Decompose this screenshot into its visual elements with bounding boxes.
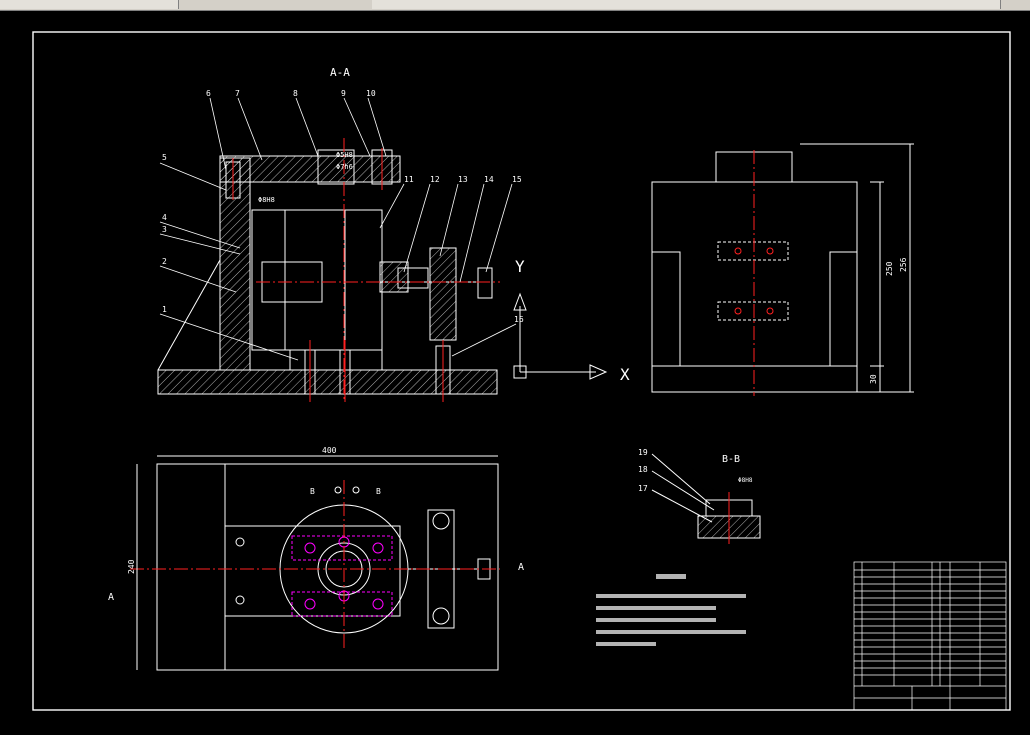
top-pin-1 (235, 537, 245, 547)
section-mark-a-right: A (518, 562, 524, 573)
support-line (157, 259, 221, 371)
bottom-block (289, 349, 383, 371)
top-outline (156, 463, 499, 671)
top-hole-2 (372, 542, 384, 554)
top-hole-4 (372, 598, 384, 610)
fit-note-2: Φ7h6 (336, 163, 353, 171)
technical-notes (596, 574, 746, 646)
top-slot-1 (291, 535, 393, 561)
section-bb-title: B-B (722, 454, 740, 465)
side-hole-4 (766, 307, 774, 315)
part-label-5: 5 (162, 153, 167, 162)
part-leaders: 6 7 8 9 10 5 4 3 2 1 11 12 13 14 15 16 (159, 89, 524, 361)
section-aa-view: A-A Φ5H8 Φ7h (157, 66, 630, 402)
side-slot-1 (717, 241, 789, 261)
toolbar-segment-2[interactable] (48, 0, 179, 9)
top-plate (219, 155, 401, 183)
section-bb-view: B-B Φ8H8 19 18 17 (638, 448, 761, 544)
part-label-3: 3 (162, 225, 167, 234)
part-label-15: 15 (512, 175, 522, 184)
drawing-canvas[interactable]: A-A Φ5H8 Φ7h (0, 10, 1030, 735)
part-label-6: 6 (206, 89, 211, 98)
plotstyle-dropdown[interactable] (890, 0, 1001, 9)
part-label-18: 18 (638, 465, 648, 474)
section-aa-title: A-A (330, 66, 350, 79)
base-plate (157, 369, 498, 395)
workpiece (251, 209, 383, 351)
side-view: 250 256 30 (651, 143, 914, 396)
part-label-16: 16 (514, 315, 524, 324)
part-label-1: 1 (162, 305, 167, 314)
y-axis-arrow (513, 292, 527, 311)
drawing-frame (32, 31, 1011, 711)
part-label-14: 14 (484, 175, 494, 184)
bb-fit-note: Φ8H8 (738, 477, 753, 484)
fit-note-1: Φ5H8 (336, 151, 353, 159)
linetype-dropdown[interactable] (592, 0, 743, 9)
top-handle-hole-1 (432, 512, 450, 530)
clamp-nut (397, 267, 429, 289)
dim-30: 30 (869, 374, 878, 384)
origin-box (513, 365, 527, 379)
dim-400: 400 (322, 446, 337, 455)
dim-256: 256 (899, 257, 908, 272)
part-label-9: 9 (341, 89, 346, 98)
top-hole-1 (304, 542, 316, 554)
top-slot-2 (291, 591, 393, 617)
section-mark-b-right: B (376, 487, 381, 496)
title-block-frame (853, 561, 1007, 711)
part-label-17: 17 (638, 484, 648, 493)
drill-bushing (317, 149, 355, 185)
side-right-leg (829, 251, 858, 367)
fit-note-3: Φ8H8 (258, 196, 275, 204)
side-slot-2 (717, 301, 789, 321)
side-left-leg (651, 251, 681, 367)
toolbar-segment-3[interactable] (372, 0, 433, 9)
clamp-block (379, 261, 409, 293)
part-label-10: 10 (366, 89, 376, 98)
side-hole-3 (734, 307, 742, 315)
section-mark-b-left: B (310, 487, 315, 496)
layer-dropdown[interactable] (432, 0, 593, 9)
lineweight-dropdown[interactable] (742, 0, 891, 9)
y-axis-label: Y (515, 257, 525, 276)
part-label-7: 7 (235, 89, 240, 98)
part-label-13: 13 (458, 175, 468, 184)
handle-plate (429, 247, 457, 341)
part-label-11: 11 (404, 175, 414, 184)
top-pin-4 (352, 486, 360, 494)
part-label-19: 19 (638, 448, 648, 457)
part-label-8: 8 (293, 89, 298, 98)
top-clamp-plate (224, 525, 401, 617)
knurled-knob (477, 267, 493, 299)
column-body (219, 157, 251, 371)
x-axis-label: X (620, 365, 630, 384)
x-axis-arrow (589, 364, 608, 380)
side-hole-2 (766, 247, 774, 255)
top-handle-hole-2 (432, 607, 450, 625)
dim-250: 250 (885, 261, 894, 276)
cad-toolbar (0, 0, 1030, 11)
title-block (853, 561, 1007, 711)
part-label-4: 4 (162, 213, 167, 222)
top-pin-2 (235, 595, 245, 605)
toolbar-segment-1[interactable] (0, 0, 49, 9)
top-pin-3 (334, 486, 342, 494)
part-label-12: 12 (430, 175, 440, 184)
top-left-column (156, 463, 226, 671)
workpiece-core (284, 209, 346, 351)
top-view: 400 240 A A B B (108, 446, 524, 671)
part-label-2: 2 (162, 257, 167, 266)
top-hole-3 (304, 598, 316, 610)
section-mark-a-left: A (108, 592, 114, 603)
dim-240: 240 (127, 559, 136, 574)
side-hole-1 (734, 247, 742, 255)
